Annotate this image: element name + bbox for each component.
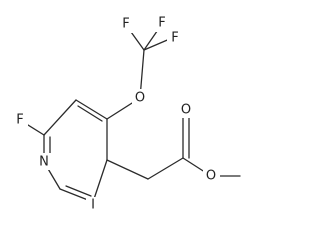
bond-ch2-c-carbonyl xyxy=(147,157,184,180)
atom-o-carbonyl: O xyxy=(181,103,191,118)
atom-o-ether: O xyxy=(135,91,145,106)
atom-f-cf3-right: F xyxy=(171,31,178,46)
bond-c2-c3-inner xyxy=(65,185,92,197)
atom-i-substituent: I xyxy=(91,198,95,213)
bond-c3ring-ch2 xyxy=(106,159,149,180)
bond-c6-c5 xyxy=(43,99,77,136)
bond-c5-c4 xyxy=(75,99,108,120)
bond-c5-c4-inner xyxy=(77,105,103,122)
atom-labels: N F I O F F F O O xyxy=(12,15,220,214)
structure-diagram: N F I O F F F O O xyxy=(12,15,241,214)
atom-n-ring: N xyxy=(39,155,49,170)
atom-f-cf3-top-right: F xyxy=(158,16,165,31)
atom-f-cf3-top-left: F xyxy=(122,17,129,32)
bond-c3ring-c2 xyxy=(92,159,108,203)
atom-o-ester: O xyxy=(206,169,216,184)
atom-f-ring: F xyxy=(16,113,23,128)
